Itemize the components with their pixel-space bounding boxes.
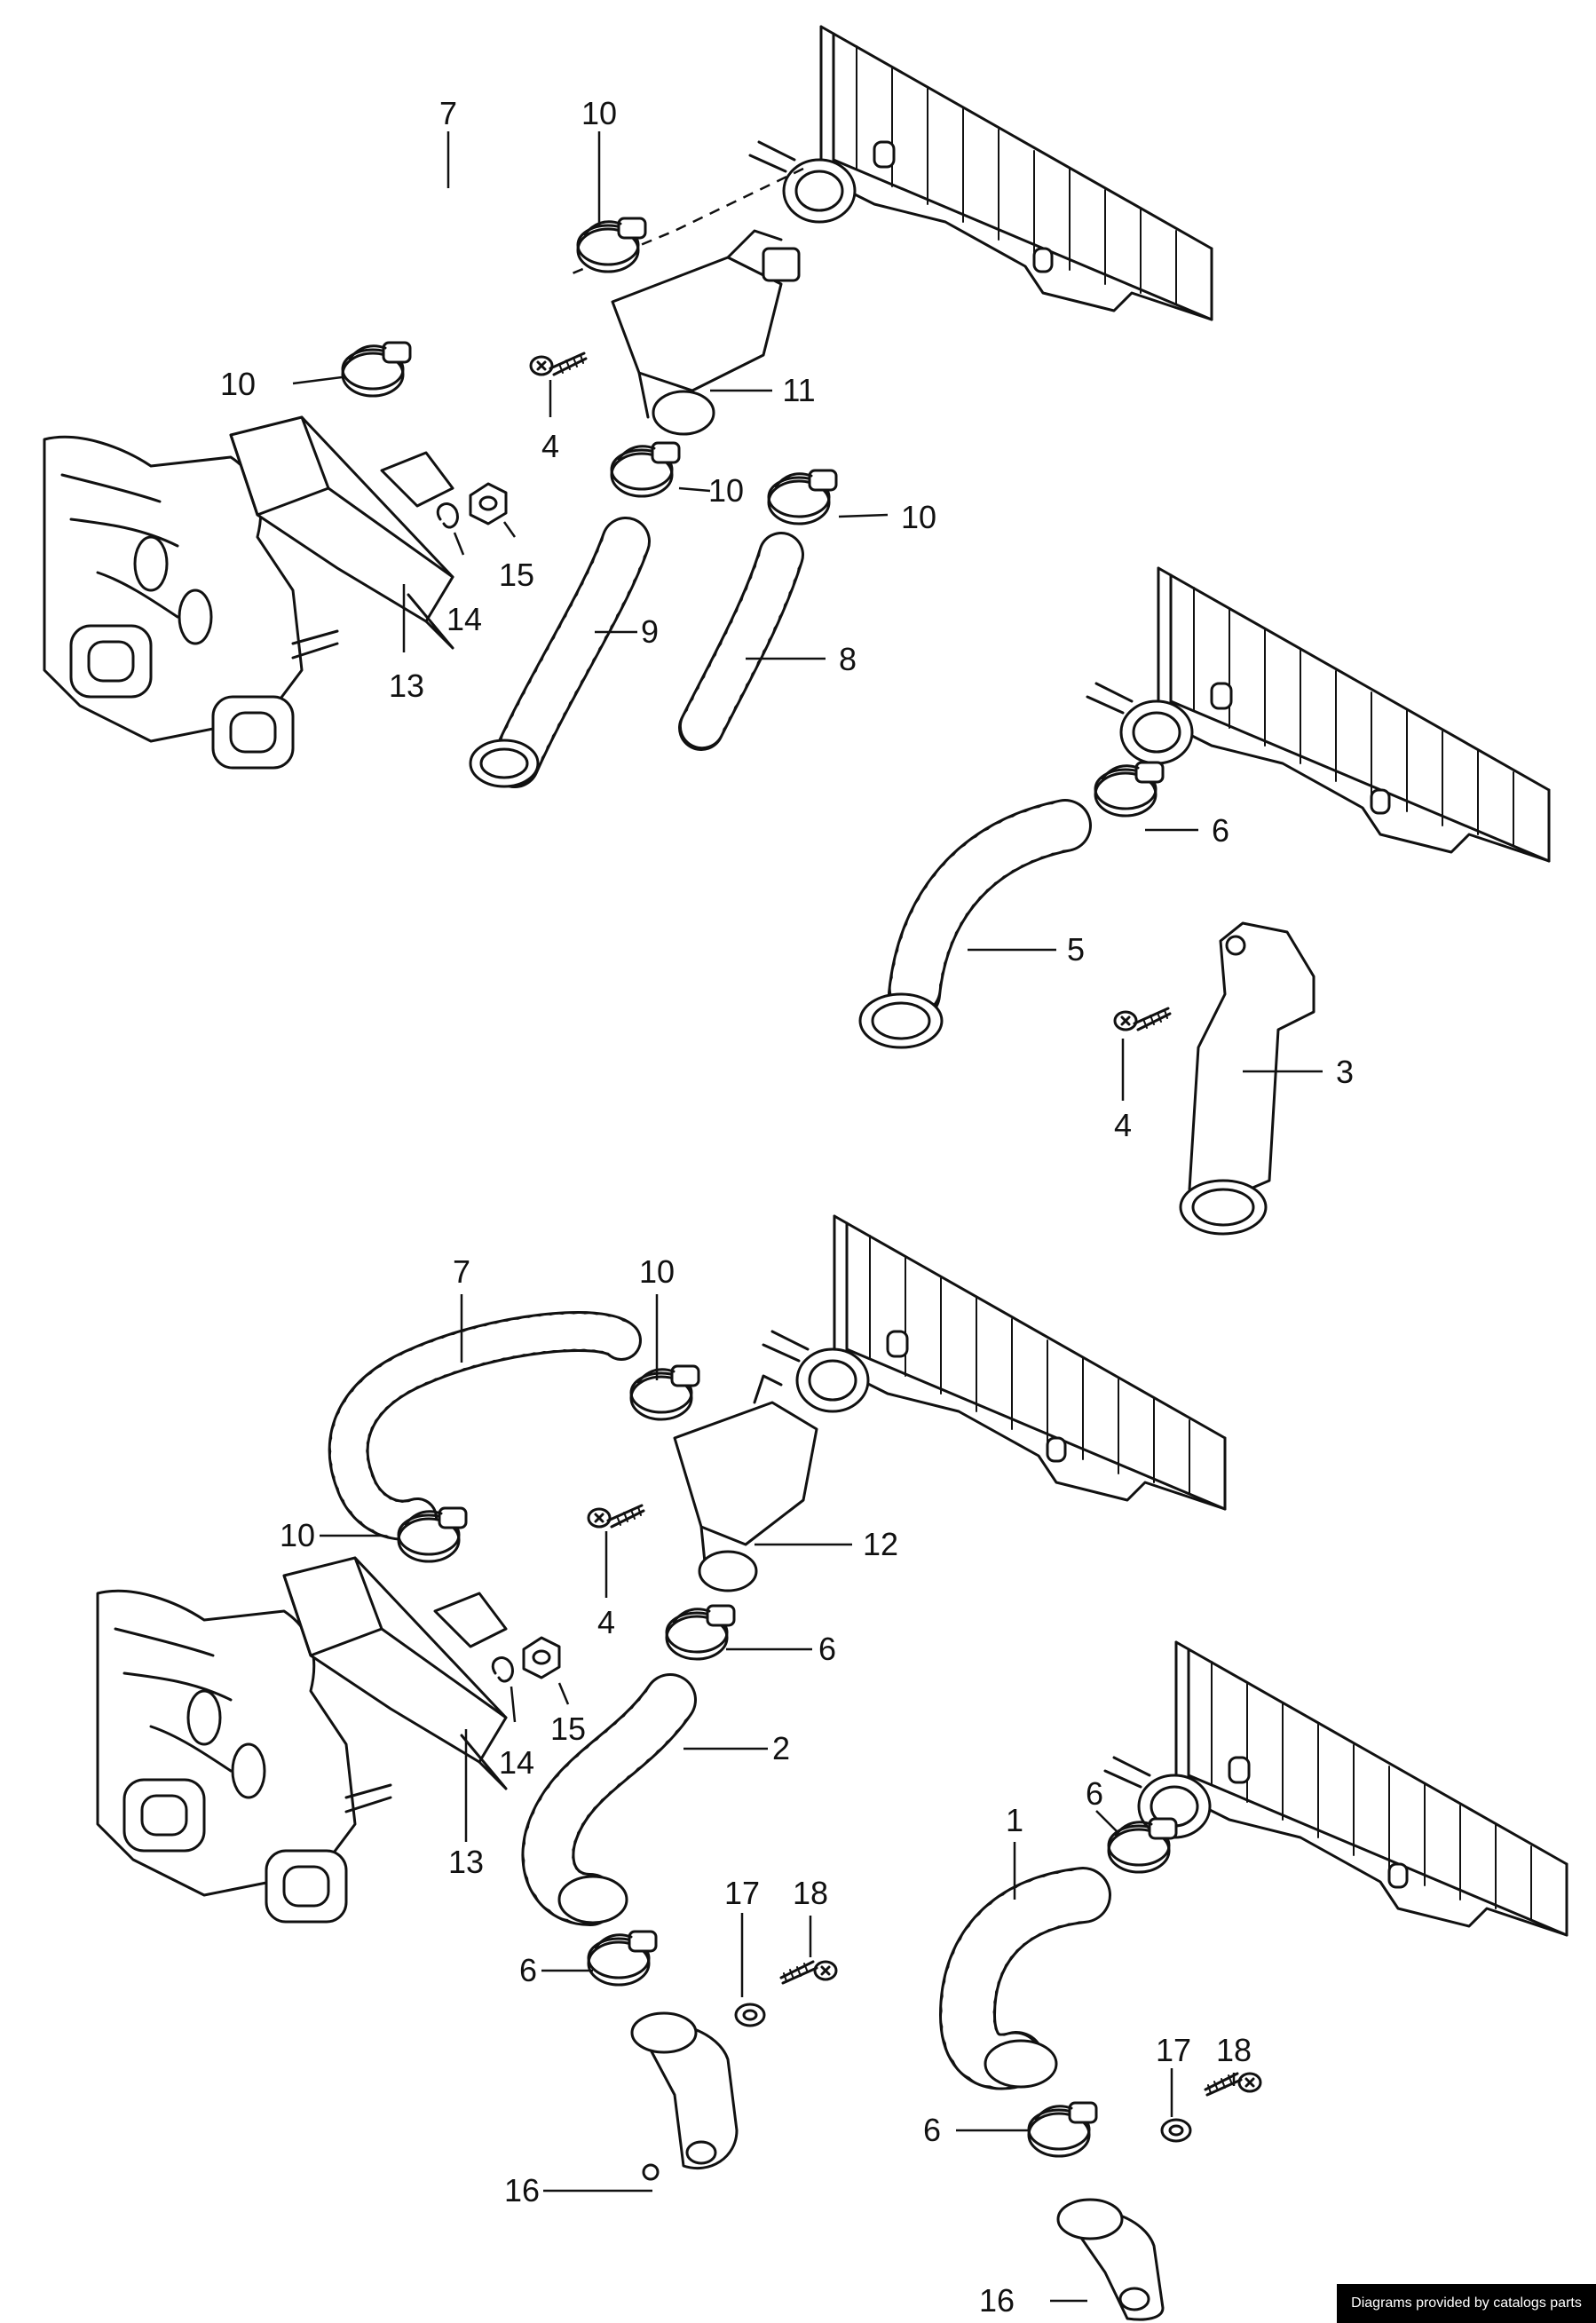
part-16-fitting-b — [1056, 2198, 1165, 2321]
part-3-pipe — [1179, 921, 1316, 1236]
label-10-top-b: 10 — [220, 366, 256, 402]
part-17-washer-a — [734, 2003, 766, 2027]
label-18-lower-right: 18 — [1216, 2032, 1252, 2068]
label-3: 3 — [1336, 1054, 1354, 1090]
label-10-lower-a: 10 — [639, 1253, 675, 1290]
label-10-top-a: 10 — [581, 95, 617, 131]
part-6-clamp-a — [1094, 761, 1165, 818]
label-6-lower-c: 6 — [1086, 1775, 1103, 1812]
part-5-hose — [858, 799, 1092, 1049]
label-11: 11 — [782, 372, 815, 408]
label-6-lower-d: 6 — [923, 2112, 941, 2148]
label-17-lower-left: 17 — [724, 1875, 760, 1911]
part-labels: 7 10 10 11 4 10 10 15 14 13 9 8 6 5 3 4 … — [220, 95, 1354, 2319]
part-16-fitting-a — [630, 2011, 739, 2181]
part-10-clamp-d — [767, 469, 838, 525]
part-6-clamp-c — [587, 1930, 658, 1987]
label-17-lower-right: 17 — [1156, 2032, 1191, 2068]
part-10-clamp-c — [610, 441, 681, 498]
lower-left-assembly — [96, 1214, 1227, 2181]
middle-assembly — [858, 566, 1551, 1236]
part-6-clamp-e — [1027, 2101, 1098, 2158]
credit-badge: Diagrams provided by catalogs parts — [1337, 2284, 1596, 2323]
label-2: 2 — [772, 1730, 790, 1766]
label-14-lower: 14 — [499, 1744, 534, 1781]
part-4-screw-b — [1113, 1007, 1172, 1031]
label-15-lower: 15 — [550, 1711, 586, 1747]
label-16-lower-right: 16 — [979, 2282, 1015, 2319]
label-9: 9 — [641, 613, 659, 650]
part-7-hose-top — [287, 178, 577, 384]
lower-right-assembly — [938, 1640, 1568, 2321]
label-10-top-d: 10 — [901, 499, 936, 535]
part-12-valve — [673, 1374, 818, 1592]
part-14-washer-b — [491, 1656, 514, 1683]
part-15-nut-a — [469, 482, 508, 525]
part-7-hose-lower — [328, 1311, 642, 1541]
part-4-screw-a — [529, 352, 588, 376]
part-8-hose — [678, 532, 804, 751]
label-18-lower-left: 18 — [793, 1875, 828, 1911]
part-10-clamp-e — [629, 1364, 700, 1421]
label-6-lower-b: 6 — [519, 1952, 537, 1988]
part-14-washer-a — [436, 502, 459, 529]
label-1: 1 — [1006, 1802, 1023, 1838]
air-filter-housing-top — [748, 25, 1213, 321]
leader-lines — [292, 131, 1323, 2303]
label-12: 12 — [863, 1526, 898, 1562]
part-9-hose — [469, 517, 651, 788]
label-16-lower-left: 16 — [504, 2172, 540, 2208]
label-10-lower-b: 10 — [280, 1517, 315, 1553]
label-13-lower: 13 — [448, 1844, 484, 1880]
part-18-screw-a — [779, 1960, 838, 1985]
label-10-top-c: 10 — [708, 472, 744, 509]
label-15-top: 15 — [499, 557, 534, 593]
air-filter-housing-lower-right — [1103, 1640, 1568, 1937]
part-2-hose — [521, 1673, 697, 1926]
top-assembly — [43, 25, 1213, 788]
label-6-lower-a: 6 — [818, 1631, 836, 1667]
part-15-nut-b — [522, 1636, 561, 1679]
part-1-hose — [938, 1867, 1111, 2090]
label-6-middle: 6 — [1212, 812, 1229, 849]
part-17-washer-b — [1160, 2118, 1192, 2143]
label-14-top: 14 — [446, 601, 482, 637]
part-11-valve — [611, 229, 801, 436]
label-4-lower: 4 — [597, 1604, 615, 1640]
label-8: 8 — [839, 641, 857, 677]
part-10-clamp-a — [576, 217, 647, 273]
label-5: 5 — [1067, 931, 1085, 968]
label-7-top: 7 — [439, 95, 457, 131]
part-6-clamp-b — [665, 1604, 736, 1661]
part-4-screw-c — [587, 1504, 645, 1529]
label-4-top: 4 — [541, 428, 559, 464]
label-4-middle: 4 — [1114, 1107, 1132, 1143]
air-filter-housing-middle — [1086, 566, 1551, 863]
part-6-clamp-d — [1107, 1817, 1178, 1874]
label-7-lower: 7 — [453, 1253, 470, 1290]
label-13-top: 13 — [389, 668, 424, 704]
air-filter-housing-lower-left — [762, 1214, 1227, 1511]
